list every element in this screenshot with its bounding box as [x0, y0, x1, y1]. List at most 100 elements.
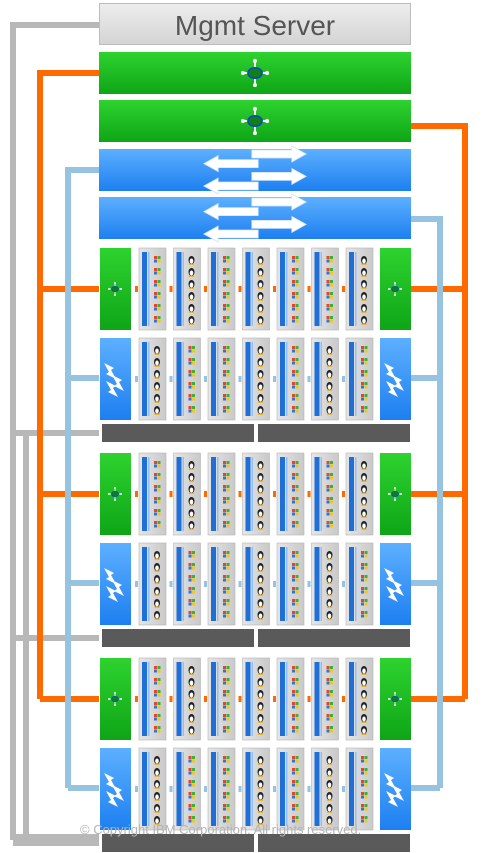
arrow-shape: [251, 167, 308, 186]
linux-penguin-icon: [154, 780, 160, 789]
logo-part: [188, 804, 192, 807]
blade-stripe-highlight: [286, 547, 288, 621]
logo-part: [192, 780, 195, 783]
logo-part: [364, 358, 368, 361]
logo-part: [361, 492, 367, 494]
logo-part: [292, 717, 295, 721]
logo-part: [192, 816, 195, 819]
logo-part: [223, 461, 226, 464]
logo-part: [189, 323, 194, 325]
windows-logo-icon: [188, 563, 195, 570]
logo-part: [154, 304, 157, 307]
logo-part: [155, 601, 159, 607]
linux-penguin-icon: [257, 804, 264, 813]
logo-part: [154, 729, 157, 733]
logo-part: [188, 563, 192, 566]
windows-logo-icon: [292, 521, 299, 528]
connector: [342, 581, 345, 587]
blade-stripe: [142, 752, 147, 826]
windows-logo-icon: [361, 575, 368, 582]
linux-penguin-icon: [361, 268, 367, 277]
logo-part: [327, 594, 332, 596]
connector: [169, 696, 173, 702]
linux-penguin-icon: [361, 666, 367, 675]
linux-penguin-icon: [188, 509, 195, 518]
arrow-shape: [112, 580, 124, 596]
top-ethernet-switch: [99, 52, 411, 94]
logo-part: [295, 497, 299, 500]
logo-part: [223, 397, 226, 401]
logo-part: [189, 673, 194, 675]
logo-part: [188, 358, 192, 361]
logo-part: [364, 756, 368, 759]
logo-part: [326, 509, 330, 512]
logo-part: [189, 733, 194, 735]
logo-part: [157, 283, 161, 287]
logo-part: [226, 497, 230, 500]
arrow-shape: [392, 580, 404, 596]
logo-part: [258, 377, 263, 379]
windows-logo-icon: [361, 406, 368, 413]
logo-part: [330, 280, 333, 283]
linux-penguin-icon: [361, 256, 367, 265]
logo-part: [226, 681, 230, 685]
windows-logo-icon: [223, 256, 230, 263]
network-cabling: [10, 22, 468, 846]
logo-part: [226, 307, 230, 311]
logo-part: [295, 397, 299, 401]
logo-part: [295, 268, 299, 271]
logo-part: [226, 795, 230, 799]
windows-logo-icon: [292, 690, 299, 697]
blade-stripe: [211, 457, 216, 531]
logo-part: [258, 716, 263, 722]
logo-part: [330, 319, 333, 323]
logo-part: [292, 729, 295, 733]
logo-part: [361, 323, 367, 325]
logo-part: [361, 370, 364, 373]
connector: [307, 376, 311, 382]
logo-part: [258, 594, 263, 596]
logo-part: [361, 771, 364, 775]
logo-part: [258, 523, 263, 529]
logo-part: [362, 523, 366, 529]
blade-stripe-highlight: [320, 662, 322, 736]
logo-part: [292, 792, 295, 795]
blade-stripe-highlight: [320, 342, 322, 416]
linux-penguin-icon: [188, 268, 195, 277]
chassis-fc-switch: [100, 338, 131, 420]
logo-part: [157, 497, 161, 500]
logo-part: [157, 524, 161, 528]
blade-stripe-highlight: [286, 662, 288, 736]
logo-part: [157, 726, 161, 729]
hub-node: [394, 486, 396, 489]
logo-part: [258, 258, 263, 264]
mgmt-server: Mgmt Server: [99, 3, 411, 45]
arrow-shape: [202, 202, 259, 221]
connector: [307, 581, 311, 587]
linux-penguin-icon: [154, 768, 160, 777]
logo-part: [330, 714, 333, 717]
connector: [169, 286, 173, 292]
logo-part: [327, 565, 332, 571]
linux-penguin-icon: [257, 521, 264, 530]
logo-part: [258, 365, 263, 367]
windows-logo-icon: [292, 256, 299, 263]
logo-part: [258, 758, 263, 764]
logo-part: [188, 551, 192, 554]
arrows-exchange-icon: [202, 145, 308, 195]
blade-stripe-highlight: [286, 252, 288, 326]
logo-part: [157, 705, 161, 709]
chassis-fc-switch: [380, 748, 411, 830]
logo-part: [155, 782, 159, 788]
logo-part: [361, 599, 364, 602]
logo-part: [223, 485, 226, 488]
blade-stripe-highlight: [355, 342, 357, 416]
logo-part: [189, 716, 194, 722]
hub-core: [111, 285, 119, 293]
logo-part: [226, 705, 230, 709]
logo-part: [292, 819, 295, 823]
logo-part: [155, 589, 159, 595]
logo-part: [223, 521, 226, 524]
hub-core: [247, 66, 263, 80]
logo-part: [295, 566, 299, 570]
